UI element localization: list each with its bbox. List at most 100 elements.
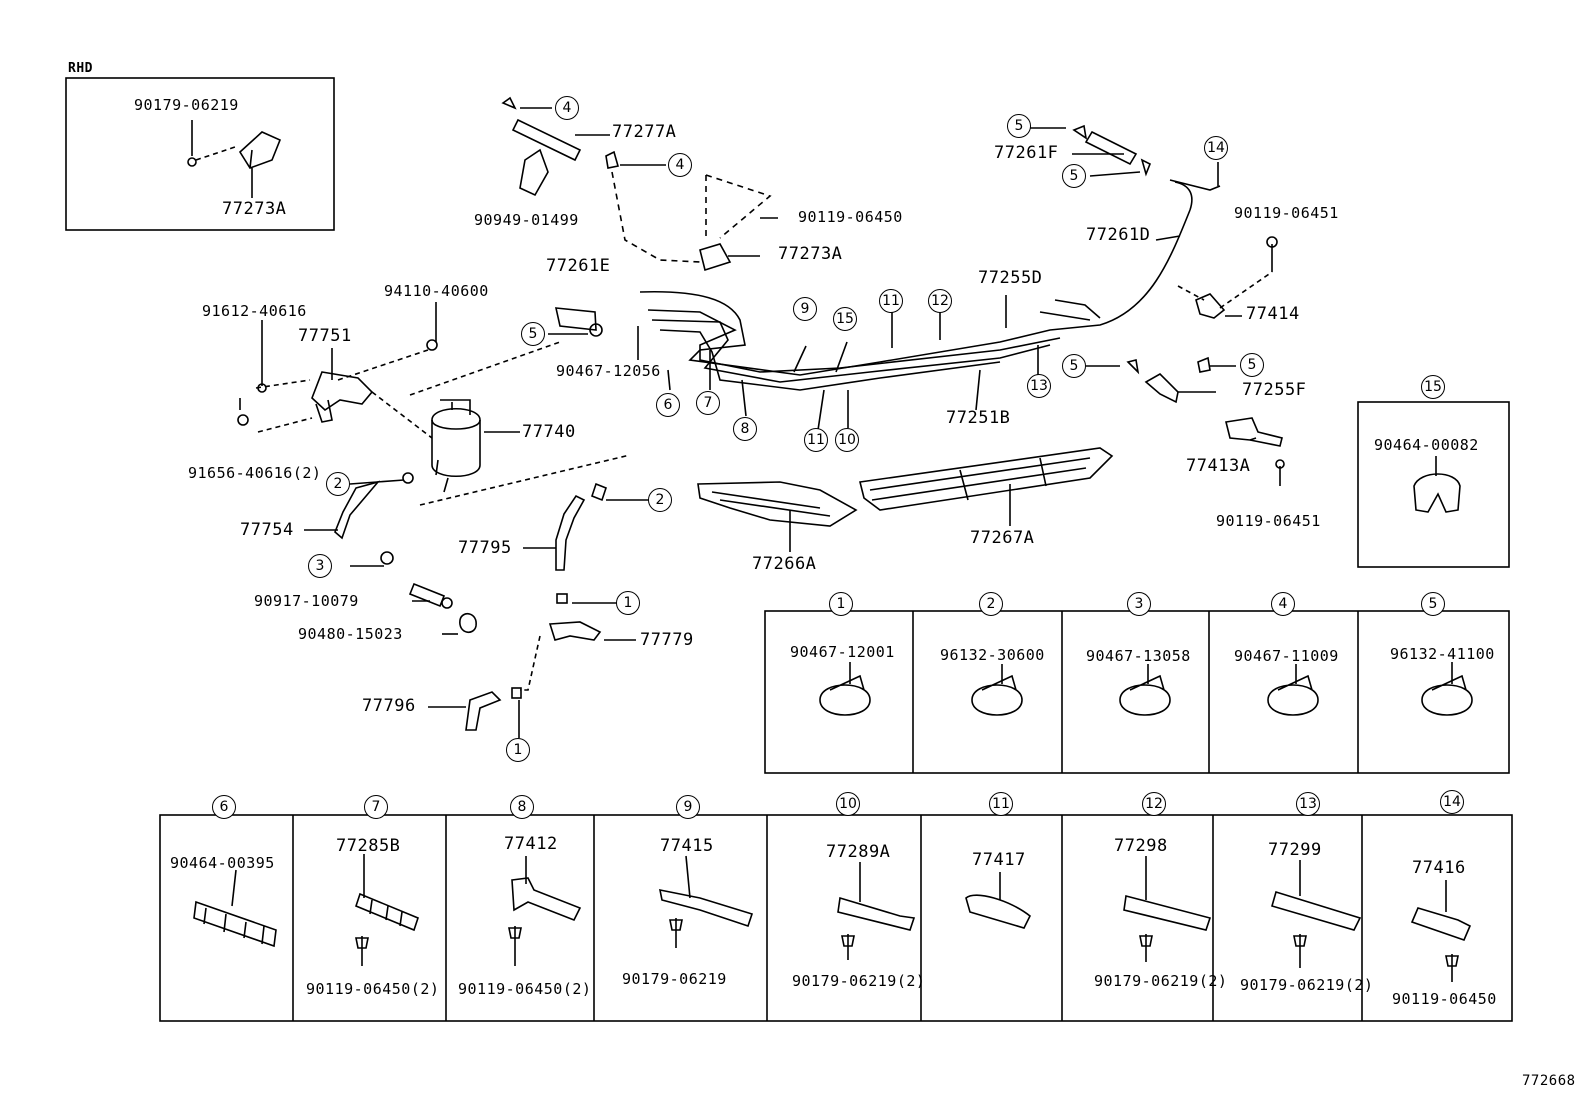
callout-8: 8 — [733, 417, 757, 441]
callout-6: 6 — [656, 393, 680, 417]
rhd-part-77273a: 77273A — [222, 199, 287, 219]
leader-lines — [231, 107, 1453, 912]
clamp-box-row2 — [159, 814, 1513, 1022]
row2-part-8: 77412 — [504, 834, 558, 854]
row2-part-11: 77417 — [972, 850, 1026, 870]
row2-bolt-12: 90179-06219(2) — [1094, 972, 1228, 990]
callout-1-bottom: 1 — [506, 738, 530, 762]
hose-77261f — [1084, 130, 1138, 166]
row2-bolt-9: 90179-06219 — [622, 970, 727, 988]
callout-9: 9 — [793, 297, 817, 321]
row2-part-6: 90464-00395 — [170, 854, 275, 872]
row2-part-13: 77299 — [1268, 840, 1322, 860]
row2-bolt-13: 90179-06219(2) — [1240, 976, 1374, 994]
bracket-77779 — [548, 621, 602, 641]
label-77413a: 77413A — [1186, 456, 1251, 476]
label-77255f: 77255F — [1242, 380, 1307, 400]
label-77261e: 77261E — [546, 256, 611, 276]
label-77251b: 77251B — [946, 408, 1011, 428]
row1-callout-2: 2 — [979, 592, 1003, 616]
row1-callout-1: 1 — [829, 592, 853, 616]
callout-5-right-b: 5 — [1240, 353, 1264, 377]
callout-14-diagram: 14 — [1204, 136, 1228, 160]
row2-callout-6: 6 — [212, 795, 236, 819]
callout-5-right-a: 5 — [1062, 354, 1086, 378]
callout-4-top: 4 — [555, 96, 579, 120]
clamp-glyphs-row2 — [193, 877, 1472, 948]
rhd-bracket — [238, 131, 282, 169]
callout-1-top: 1 — [616, 591, 640, 615]
label-77414: 77414 — [1246, 304, 1300, 324]
bracket-77413a — [1225, 417, 1283, 447]
callout-10: 10 — [835, 428, 859, 452]
label-90119-06451-bot: 90119-06451 — [1216, 512, 1321, 530]
protector-77266a — [697, 481, 858, 527]
label-77740: 77740 — [522, 422, 576, 442]
label-90119-06451-top: 90119-06451 — [1234, 204, 1339, 222]
callout-12: 12 — [928, 289, 952, 313]
label-90480-15023: 90480-15023 — [298, 625, 403, 643]
row2-bolt-14: 90119-06450 — [1392, 990, 1497, 1008]
row2-part-12: 77298 — [1114, 836, 1168, 856]
callout-7: 7 — [696, 391, 720, 415]
clamp-glyphs-row1 — [819, 473, 1473, 716]
row2-callout-11: 11 — [989, 792, 1013, 816]
label-90949-01499: 90949-01499 — [474, 211, 579, 229]
row1-callout-5: 5 — [1421, 592, 1445, 616]
row2-bolt-7: 90119-06450(2) — [306, 980, 440, 998]
hose-77795 — [555, 494, 586, 571]
label-77261d: 77261D — [1086, 225, 1151, 245]
row2-part-9: 77415 — [660, 836, 714, 856]
row2-callout-7: 7 — [364, 795, 388, 819]
callout-13: 13 — [1027, 374, 1051, 398]
label-91656-40616: 91656-40616(2) — [188, 464, 322, 482]
row2-part-14: 77416 — [1412, 858, 1466, 878]
row2-callout-13: 13 — [1296, 792, 1320, 816]
bracket-77751 — [311, 371, 374, 412]
label-90119-06450: 90119-06450 — [798, 208, 903, 226]
callout-5-f1: 5 — [1007, 114, 1031, 138]
row1-callout-4: 4 — [1271, 592, 1295, 616]
callout-11-top: 11 — [879, 289, 903, 313]
label-77754: 77754 — [240, 520, 294, 540]
label-77261f: 77261F — [994, 143, 1059, 163]
callout-11-bottom: 11 — [804, 428, 828, 452]
rhd-box — [65, 77, 335, 231]
row2-callout-9: 9 — [676, 795, 700, 819]
row1-callout-3: 3 — [1127, 592, 1151, 616]
bracket-77414 — [1195, 293, 1226, 319]
callout-5-left: 5 — [521, 322, 545, 346]
callout-5-f2: 5 — [1062, 164, 1086, 188]
label-90467-12056: 90467-12056 — [556, 362, 661, 380]
rhd-title: RHD — [68, 61, 93, 76]
label-77273a: 77273A — [778, 244, 843, 264]
hose-77255f — [1144, 373, 1179, 404]
clamp-box-15 — [1357, 401, 1510, 568]
callout-15-diagram: 15 — [833, 307, 857, 331]
row2-bolt-8: 90119-06450(2) — [458, 980, 592, 998]
label-77266a: 77266A — [752, 554, 817, 574]
callout-2-left: 2 — [326, 472, 350, 496]
callout-3: 3 — [308, 554, 332, 578]
row2-callout-14: 14 — [1440, 790, 1464, 814]
box-15-callout: 15 — [1421, 375, 1445, 399]
rhd-part-90179: 90179-06219 — [134, 96, 239, 114]
canister-77740 — [431, 408, 481, 477]
label-77255d: 77255D — [978, 268, 1043, 288]
label-91612-40616: 91612-40616 — [202, 302, 307, 320]
fuel-tube-main-a — [639, 209, 1191, 376]
row2-callout-8: 8 — [510, 795, 534, 819]
row2-bolt-10: 90179-06219(2) — [792, 972, 926, 990]
diagram-id: 772668 — [1522, 1073, 1576, 1089]
label-77751: 77751 — [298, 326, 352, 346]
bolt-glyphs-row2 — [355, 918, 1459, 982]
row1-part-1: 90467-12001 — [790, 643, 895, 661]
protector-77267a — [859, 447, 1114, 511]
box-15-part: 90464-00082 — [1374, 436, 1479, 454]
clamp-box-row1 — [764, 610, 1510, 774]
row2-callout-10: 10 — [836, 792, 860, 816]
row1-part-4: 90467-11009 — [1234, 647, 1339, 665]
row1-part-3: 90467-13058 — [1086, 647, 1191, 665]
row2-callout-12: 12 — [1142, 792, 1166, 816]
